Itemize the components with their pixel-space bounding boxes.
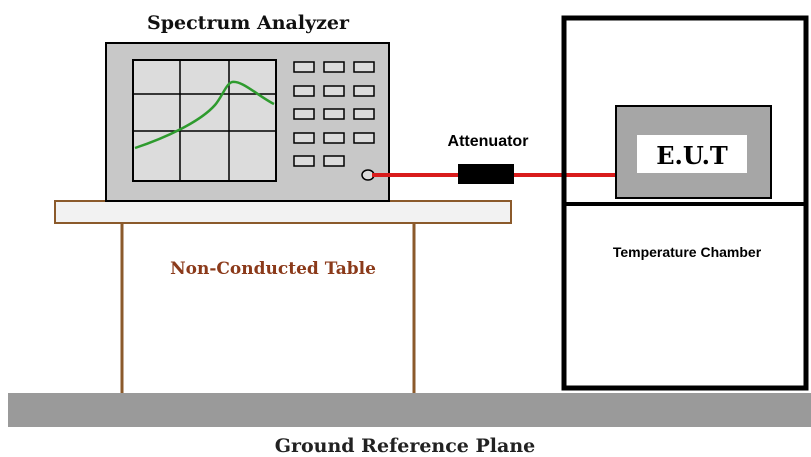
analyzer-button (293, 85, 315, 97)
analyzer-button (323, 132, 345, 144)
eut-label: E.U.T (656, 141, 728, 170)
spectrum-analyzer-label: Spectrum Analyzer (147, 12, 350, 34)
analyzer-button (323, 85, 345, 97)
analyzer-button (293, 155, 315, 167)
analyzer-button (293, 61, 315, 73)
table-top (54, 200, 512, 224)
attenuator-block (458, 164, 514, 184)
attenuator-label: Attenuator (448, 133, 529, 150)
analyzer-button (353, 61, 375, 73)
ground-reference-plane-label: Ground Reference Plane (275, 435, 535, 457)
temperature-chamber-label: Temperature Chamber (613, 244, 762, 260)
analyzer-button (323, 155, 345, 167)
spectrum-analyzer-screen (132, 59, 277, 182)
eut-label-background (637, 135, 747, 173)
analyzer-button (293, 132, 315, 144)
analyzer-button (353, 132, 375, 144)
analyzer-button (293, 108, 315, 120)
analyzer-button (353, 85, 375, 97)
ground-reference-plane (8, 393, 811, 427)
analyzer-button (323, 108, 345, 120)
analyzer-button (323, 61, 345, 73)
table-label: Non-Conducted Table (170, 259, 376, 279)
analyzer-button-panel (293, 61, 375, 167)
analyzer-button (353, 108, 375, 120)
spectrum-trace (134, 80, 275, 150)
